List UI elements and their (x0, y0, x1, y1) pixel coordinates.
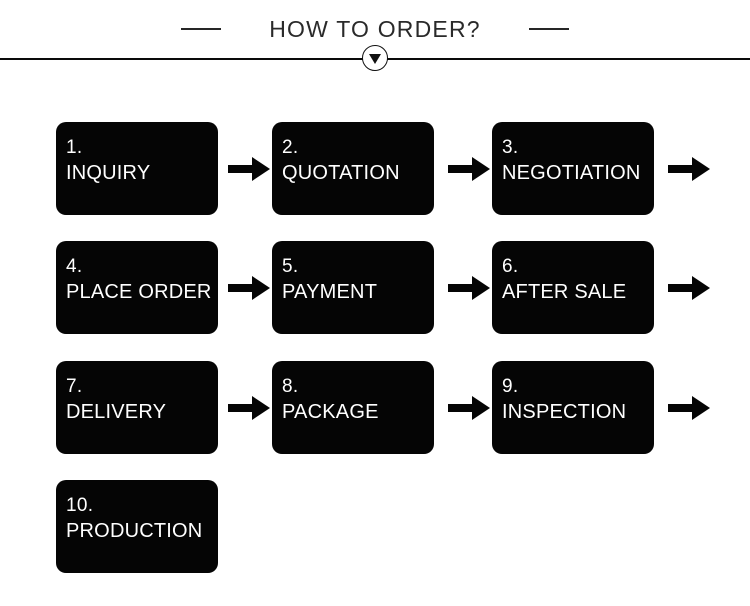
step-label: PAYMENT (282, 281, 378, 303)
arrow-shaft (668, 404, 696, 412)
arrow-right-icon (448, 276, 490, 300)
arrow-head (692, 157, 710, 181)
arrow-shaft (448, 165, 476, 173)
arrow-right-icon (668, 276, 710, 300)
step-label: PRODUCTION (66, 520, 203, 542)
step-number: 9. (502, 376, 519, 397)
step-label: AFTER SALE (502, 281, 627, 303)
step-box-inspection[interactable]: 9. INSPECTION (492, 361, 654, 454)
chevron-down-glyph (369, 53, 381, 64)
arrow-right-icon (448, 396, 490, 420)
arrow-head (252, 276, 270, 300)
step-box-negotiation[interactable]: 3. NEGOTIATION (492, 122, 654, 215)
step-number: 1. (66, 137, 83, 158)
step-box-after-sale[interactable]: 6. AFTER SALE (492, 241, 654, 334)
arrow-right-icon (228, 157, 270, 181)
step-box-delivery[interactable]: 7. DELIVERY (56, 361, 218, 454)
step-number: 6. (502, 256, 519, 277)
arrow-shaft (228, 284, 256, 292)
step-label: PLACE ORDER (66, 281, 212, 303)
arrow-head (252, 396, 270, 420)
arrow-right-icon (228, 396, 270, 420)
arrow-head (252, 157, 270, 181)
arrow-head (692, 276, 710, 300)
page-title: HOW TO ORDER? (269, 15, 481, 42)
arrow-right-icon (668, 157, 710, 181)
title-row: HOW TO ORDER? (0, 12, 750, 46)
arrow-shaft (448, 404, 476, 412)
step-number: 5. (282, 256, 299, 277)
arrow-right-icon (448, 157, 490, 181)
step-label: DELIVERY (66, 401, 167, 423)
arrow-shaft (228, 404, 256, 412)
title-dash-right (528, 28, 569, 30)
step-number: 4. (66, 256, 83, 277)
step-number: 3. (502, 137, 519, 158)
step-label: NEGOTIATION (502, 162, 641, 184)
step-number: 2. (282, 137, 299, 158)
step-box-inquiry[interactable]: 1. INQUIRY (56, 122, 218, 215)
step-label: INSPECTION (502, 401, 627, 423)
step-box-place-order[interactable]: 4. PLACE ORDER (56, 241, 218, 334)
arrow-head (472, 276, 490, 300)
step-number: 8. (282, 376, 299, 397)
step-box-package[interactable]: 8. PACKAGE (272, 361, 434, 454)
arrow-shaft (668, 165, 696, 173)
order-flow-diagram: 1. INQUIRY 2. QUOTATION 3. NEGOTIATION 4. PLACE… (0, 60, 750, 606)
page-header: HOW TO ORDER? (0, 0, 750, 71)
arrow-shaft (668, 284, 696, 292)
arrow-head (472, 396, 490, 420)
chevron-down-icon (362, 45, 388, 71)
step-label: QUOTATION (282, 162, 400, 184)
arrow-shaft (228, 165, 256, 173)
step-box-quotation[interactable]: 2. QUOTATION (272, 122, 434, 215)
step-number: 10. (66, 495, 94, 516)
title-dash-left (181, 28, 222, 30)
step-label: INQUIRY (66, 162, 151, 184)
step-box-payment[interactable]: 5. PAYMENT (272, 241, 434, 334)
arrow-head (692, 396, 710, 420)
step-box-production[interactable]: 10. PRODUCTION (56, 480, 218, 573)
arrow-right-icon (228, 276, 270, 300)
arrow-head (472, 157, 490, 181)
step-label: PACKAGE (282, 401, 379, 423)
arrow-right-icon (668, 396, 710, 420)
arrow-shaft (448, 284, 476, 292)
step-number: 7. (66, 376, 83, 397)
